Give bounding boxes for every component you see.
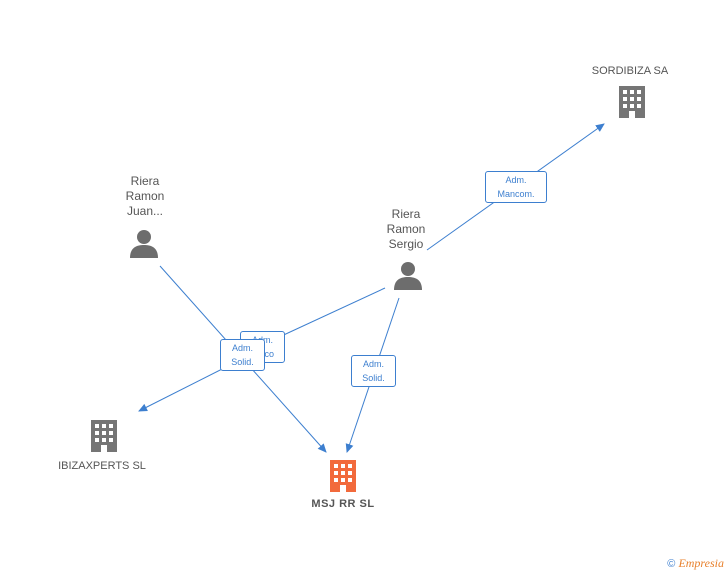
edge-label-line: Adm. (231, 343, 253, 353)
person-icon[interactable] (392, 260, 424, 292)
building-icon[interactable] (327, 459, 359, 493)
node-label-ibizaxperts: IBIZAXPERTS SL (58, 460, 146, 472)
brand-logo[interactable]: Empresia (678, 556, 724, 570)
edge-label-adm-solid-right[interactable]: Adm. Solid. (351, 355, 396, 387)
copyright-footer: © Empresia (667, 556, 724, 571)
building-icon[interactable] (88, 419, 120, 453)
edge-label-adm-mancom[interactable]: Adm. Mancom. (485, 171, 547, 203)
edge-label-line: Mancom. (497, 189, 535, 199)
node-label-sordibiza: SORDIBIZA SA (591, 65, 669, 77)
edge-label-line: Solid. (362, 373, 385, 383)
node-label-riera-juan: Riera Ramon Juan... (125, 174, 165, 218)
edge-label-line: Adm. (505, 175, 527, 185)
building-icon[interactable] (616, 85, 648, 119)
node-label-riera-sergio: Riera Ramon Sergio (386, 207, 426, 251)
edge-label-line: Solid. (231, 357, 254, 367)
edge-label-adm-solid-left[interactable]: Adm. Solid. (220, 339, 265, 371)
copyright-symbol: © (667, 558, 676, 570)
person-icon[interactable] (128, 228, 160, 260)
edge-label-line: Adm. (362, 359, 384, 369)
node-label-msj: MSJ RR SL (311, 498, 375, 510)
